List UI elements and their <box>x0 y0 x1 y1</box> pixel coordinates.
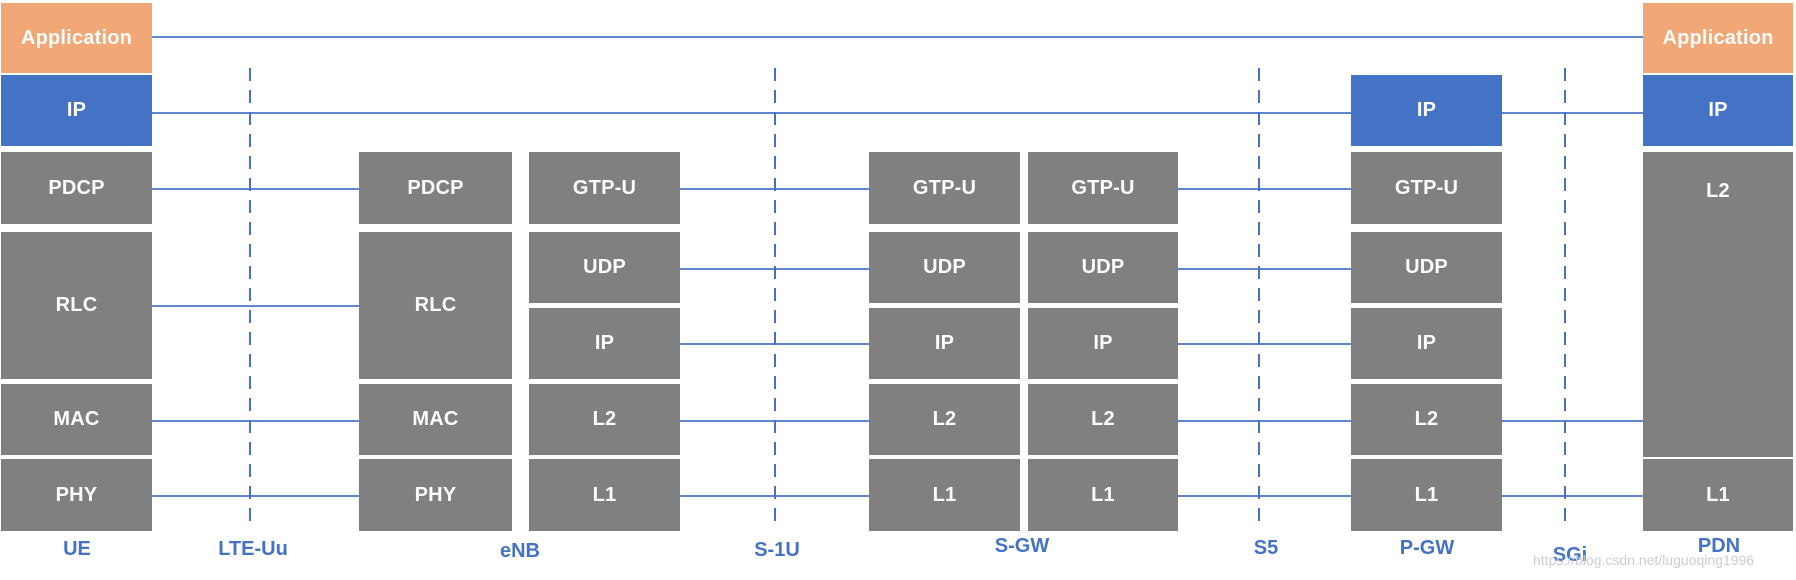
enb-label: eNB <box>499 540 541 562</box>
watermark-text: https://blog.csdn.net/luguoqing1996 <box>1533 552 1755 568</box>
enb-l2-block: L2 <box>529 384 680 455</box>
enb-udp-block: UDP <box>529 232 680 303</box>
ue-phy-block: PHY <box>1 459 152 531</box>
sgw-left-udp-block: UDP <box>869 232 1020 303</box>
sgw-left-ip-block: IP <box>869 308 1020 379</box>
pgw-udp-block: UDP <box>1351 232 1502 303</box>
pdn-application-block: Application <box>1643 3 1793 73</box>
enb-mac-block: MAC <box>359 384 512 455</box>
l1-peer-line-pgw-pdn <box>1502 495 1643 497</box>
ue-label: UE <box>63 538 91 560</box>
pdn-ip-block: IP <box>1643 75 1793 146</box>
ue-application-block: Application <box>1 3 152 73</box>
sgw-right-l2-block: L2 <box>1028 384 1178 455</box>
sgw-right-l1-block: L1 <box>1028 459 1178 531</box>
sgi-interface-line <box>1564 68 1566 528</box>
ip-transport-line-sgw-pgw <box>1178 343 1351 345</box>
enb-gtpu-block: GTP-U <box>529 152 680 224</box>
sgw-right-udp-block: UDP <box>1028 232 1178 303</box>
pgw-ip-block: IP <box>1351 75 1502 146</box>
ip-peer-line-pgw-pdn <box>1502 112 1643 114</box>
application-peer-line <box>152 36 1643 38</box>
s5-interface-line <box>1258 68 1260 528</box>
s5-label: S5 <box>1253 537 1279 559</box>
sgw-left-gtpu-block: GTP-U <box>869 152 1020 224</box>
enb-l1-block: L1 <box>529 459 680 531</box>
sgw-left-l1-block: L1 <box>869 459 1020 531</box>
sgw-right-gtpu-block: GTP-U <box>1028 152 1178 224</box>
pdn-l1-block: L1 <box>1643 459 1793 531</box>
pgw-ip-transport-block: IP <box>1351 308 1502 379</box>
l2-peer-line-pgw-pdn <box>1502 420 1643 422</box>
lte-uu-interface-line <box>249 68 251 528</box>
enb-ip-transport-block: IP <box>529 308 680 379</box>
ue-rlc-block: RLC <box>1 232 152 379</box>
ue-mac-block: MAC <box>1 384 152 455</box>
pgw-label: P-GW <box>1399 537 1455 559</box>
s1u-label: S-1U <box>754 539 800 561</box>
ip-peer-line-ue-pgw <box>152 112 1351 114</box>
pgw-l1-block: L1 <box>1351 459 1502 531</box>
ue-ip-block: IP <box>1 75 152 146</box>
l2-peer-line-sgw-pgw <box>1178 420 1351 422</box>
enb-rlc-block: RLC <box>359 232 512 379</box>
l1-peer-line-sgw-pgw <box>1178 495 1351 497</box>
pgw-l2-block: L2 <box>1351 384 1502 455</box>
sgi-label: SGi <box>1552 544 1588 566</box>
enb-phy-block: PHY <box>359 459 512 531</box>
udp-peer-line-sgw-pgw <box>1178 268 1351 270</box>
mac-peer-line <box>152 420 359 422</box>
ue-pdcp-block: PDCP <box>1 152 152 224</box>
gtpu-peer-line-sgw-pgw <box>1178 188 1351 190</box>
lte-uu-label: LTE-Uu <box>218 538 288 560</box>
pdn-l2-block: L2 <box>1643 152 1793 457</box>
sgw-left-l2-block: L2 <box>869 384 1020 455</box>
pgw-gtpu-block: GTP-U <box>1351 152 1502 224</box>
phy-peer-line <box>152 495 359 497</box>
pdcp-peer-line <box>152 188 359 190</box>
rlc-peer-line <box>152 305 359 307</box>
sgw-label: S-GW <box>994 535 1050 557</box>
pdn-label: PDN <box>1697 535 1741 557</box>
s1u-interface-line <box>774 68 776 528</box>
enb-pdcp-block: PDCP <box>359 152 512 224</box>
sgw-right-ip-block: IP <box>1028 308 1178 379</box>
